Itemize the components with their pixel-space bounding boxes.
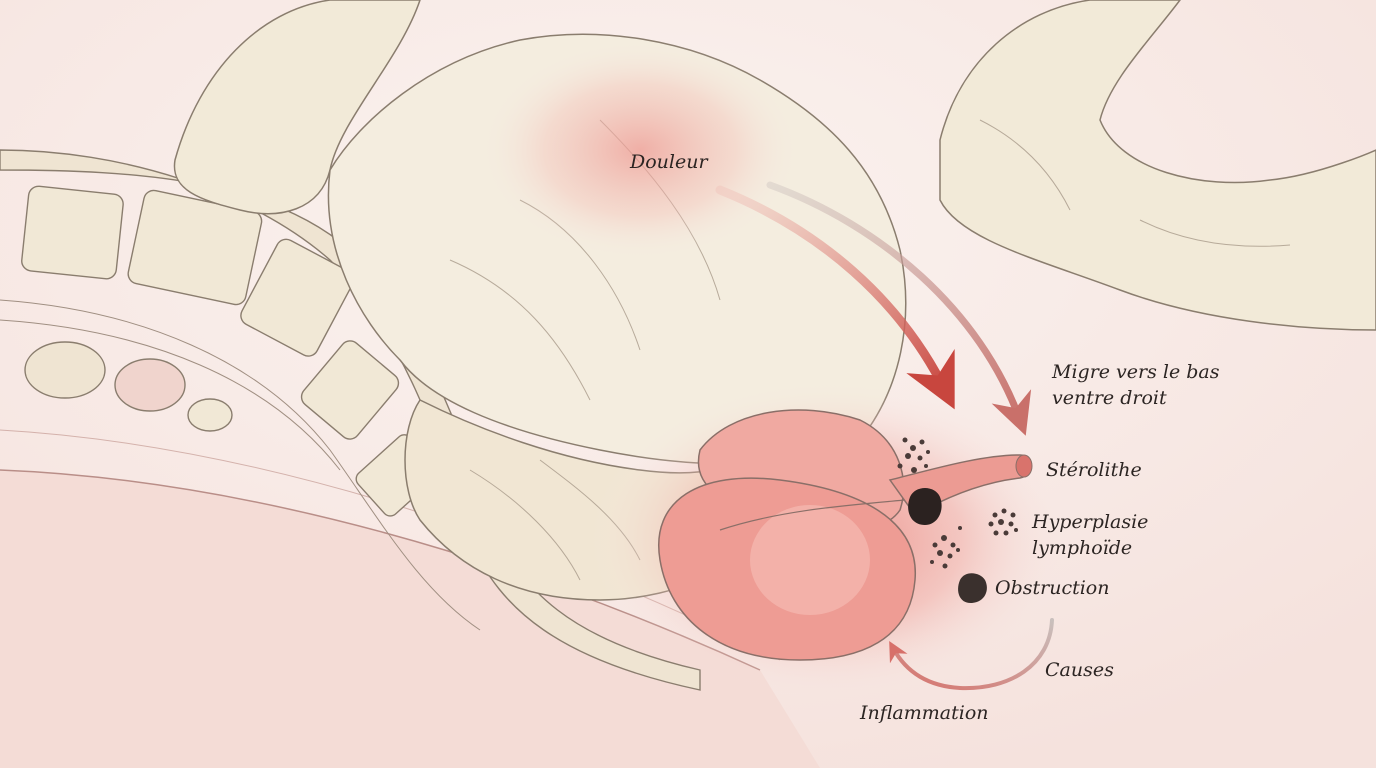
label-inflammation: Inflammation xyxy=(860,702,989,724)
label-hyperplasia-2: lymphoïde xyxy=(1032,537,1133,559)
label-fecalith: Stérolithe xyxy=(1046,459,1142,481)
label-obstruction: Obstruction xyxy=(995,577,1110,599)
hyperplasia-icon xyxy=(988,508,1018,536)
migration-arrow-gray xyxy=(766,181,1032,436)
cecum xyxy=(658,409,916,661)
label-migration-1: Migre vers le bas xyxy=(1052,361,1220,383)
abdominal-wall xyxy=(0,470,820,768)
label-hyperplasia-1: Hyperplasie xyxy=(1032,511,1149,533)
lymph-dots-icon xyxy=(897,437,962,569)
migration-arrow-red xyxy=(715,185,955,410)
fecalith-icon xyxy=(908,488,942,525)
label-pain: Douleur xyxy=(630,151,708,173)
curved-arrow-icon xyxy=(889,618,1054,691)
obstruction-icon xyxy=(958,573,987,604)
pain-area xyxy=(480,40,800,260)
label-causes: Causes xyxy=(1045,659,1114,681)
label-migration-2: ventre droit xyxy=(1052,387,1167,409)
